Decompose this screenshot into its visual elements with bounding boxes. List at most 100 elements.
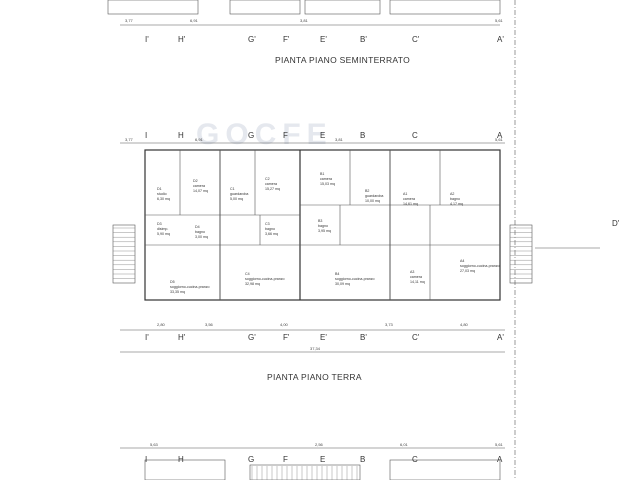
dimension-plan_bottom-0: 2,80 (157, 322, 166, 327)
room-code-C3: C3 (265, 222, 270, 226)
dimension-plan_bottom-3: 3,73 (385, 322, 394, 327)
room-name-C3: bagno (265, 227, 275, 231)
axis-label-bottom-4: E (320, 455, 325, 464)
room-area-D3: 5,90 mq (157, 232, 170, 236)
axis-label-top_primed-7: A' (497, 35, 504, 44)
room-area-C1: 5,00 mq (230, 197, 243, 201)
section-marker-d: D' (612, 219, 620, 228)
room-code-C1: C1 (230, 187, 235, 191)
axis-label-mid_bottom_primed-7: A' (497, 333, 504, 342)
axis-label-mid_bottom_primed-6: C' (412, 333, 420, 342)
axis-label-bottom-7: A (497, 455, 503, 464)
dimension-top_row-3: 5,61 (495, 18, 504, 23)
room-name-A4: soggiorno-cucina-pranzo (460, 264, 500, 268)
axis-label-mid_bottom_primed-1: H' (178, 333, 186, 342)
axis-label-mid_bottom_primed-3: F' (283, 333, 290, 342)
axis-label-bottom-6: C (412, 455, 418, 464)
room-name-A2: bagno (450, 197, 460, 201)
dimension-plan_bottom-2: 4,00 (280, 322, 289, 327)
room-code-D1: D1 (157, 187, 162, 191)
axis-label-top_primed-5: B' (360, 35, 367, 44)
axis-label-mid_top-0: I (145, 131, 147, 140)
room-area-D4: 3,00 mq (195, 235, 208, 239)
room-name-B2: guardaroba (365, 194, 383, 198)
dimension-plan_top-0: 3,77 (125, 137, 134, 142)
axis-label-mid_bottom_primed-5: B' (360, 333, 367, 342)
axis-label-bottom-5: B (360, 455, 365, 464)
axis-label-mid_top-7: A (497, 131, 503, 140)
dimension-plan_top-3: 5,61 (495, 137, 504, 142)
room-area-D1: 6,30 mq (157, 197, 170, 201)
room-name-A1: camera (403, 197, 415, 201)
axis-label-top_primed-2: G' (248, 35, 256, 44)
room-name-B4: soggiorno-cucina-pranzo (335, 277, 375, 281)
room-name-D3: disimp. (157, 227, 168, 231)
room-name-D1: studio (157, 192, 167, 196)
axis-label-mid_top-6: C (412, 131, 418, 140)
axis-label-bottom-2: G (248, 455, 254, 464)
room-name-D5: soggiorno-cucina-pranzo (170, 285, 210, 289)
axis-label-mid_bottom_primed-0: I' (145, 333, 149, 342)
axis-label-bottom-1: H (178, 455, 184, 464)
dimension-bottom_row-2: 6,01 (400, 442, 409, 447)
axis-label-mid_top-1: H (178, 131, 184, 140)
room-area-B4: 30,09 mq (335, 282, 350, 286)
room-code-B2: B2 (365, 189, 369, 193)
dimension-bottom_row-0: 5,63 (150, 442, 159, 447)
dimension-plan_top-1: 6,91 (195, 137, 204, 142)
dimension-bottom_row-1: 2,56 (315, 442, 324, 447)
room-area-D5: 33,35 mq (170, 290, 185, 294)
room-name-B1: camera (320, 177, 332, 181)
axis-label-mid_top-2: G (248, 131, 254, 140)
axis-label-top_primed-4: E' (320, 35, 327, 44)
room-code-D2: D2 (193, 179, 198, 183)
room-area-A3: 14,11 mq (410, 280, 425, 284)
room-code-D4: D4 (195, 225, 200, 229)
title-ground-floor: PIANTA PIANO TERRA (267, 372, 362, 382)
room-area-A4: 27,03 mq (460, 269, 475, 273)
dimension-top_row-0: 3,77 (125, 18, 134, 23)
axis-label-bottom-3: F (283, 455, 288, 464)
axis-label-mid_top-4: E (320, 131, 325, 140)
room-code-A4: A4 (460, 259, 464, 263)
axis-label-mid_bottom_primed-2: G' (248, 333, 256, 342)
room-area-A1: 14,61 mq (403, 202, 418, 206)
room-code-B3: B3 (318, 219, 322, 223)
axis-label-mid_bottom_primed-4: E' (320, 333, 327, 342)
dimension-overall: 37,34 (310, 346, 321, 351)
axis-label-bottom-0: I (145, 455, 147, 464)
room-code-D3: D3 (157, 222, 162, 226)
room-area-C3: 3,66 mq (265, 232, 278, 236)
dimension-plan_top-2: 3,81 (335, 137, 344, 142)
axis-label-top_primed-1: H' (178, 35, 186, 44)
room-code-A1: A1 (403, 192, 407, 196)
room-area-C4: 32,98 mq (245, 282, 260, 286)
room-code-C2: C2 (265, 177, 270, 181)
room-name-C2: camera (265, 182, 277, 186)
dimension-bottom_row-3: 5,61 (495, 442, 504, 447)
room-code-B1: B1 (320, 172, 324, 176)
room-name-C1: guardaroba (230, 192, 248, 196)
axis-label-top_primed-0: I' (145, 35, 149, 44)
room-code-C4: C4 (245, 272, 250, 276)
axis-label-top_primed-6: C' (412, 35, 420, 44)
room-area-B3: 3,95 mq (318, 229, 331, 233)
room-code-A2: A2 (450, 192, 454, 196)
room-name-B3: bagno (318, 224, 328, 228)
room-code-B4: B4 (335, 272, 339, 276)
room-name-A3: camera (410, 275, 422, 279)
room-area-B1: 15,03 mq (320, 182, 335, 186)
axis-label-mid_top-3: F (283, 131, 288, 140)
dimension-plan_bottom-4: 4,80 (460, 322, 469, 327)
room-name-D2: camera (193, 184, 205, 188)
axis-label-top_primed-3: F' (283, 35, 290, 44)
room-name-C4: soggiorno-cucina-pranzo (245, 277, 285, 281)
room-name-D4: bagno (195, 230, 205, 234)
dimension-top_row-1: 6,91 (190, 18, 199, 23)
room-area-B2: 10,00 mq (365, 199, 380, 203)
room-code-A3: A3 (410, 270, 414, 274)
room-area-D2: 14,07 mq (193, 189, 208, 193)
title-basement: PIANTA PIANO SEMINTERRATO (275, 55, 411, 65)
